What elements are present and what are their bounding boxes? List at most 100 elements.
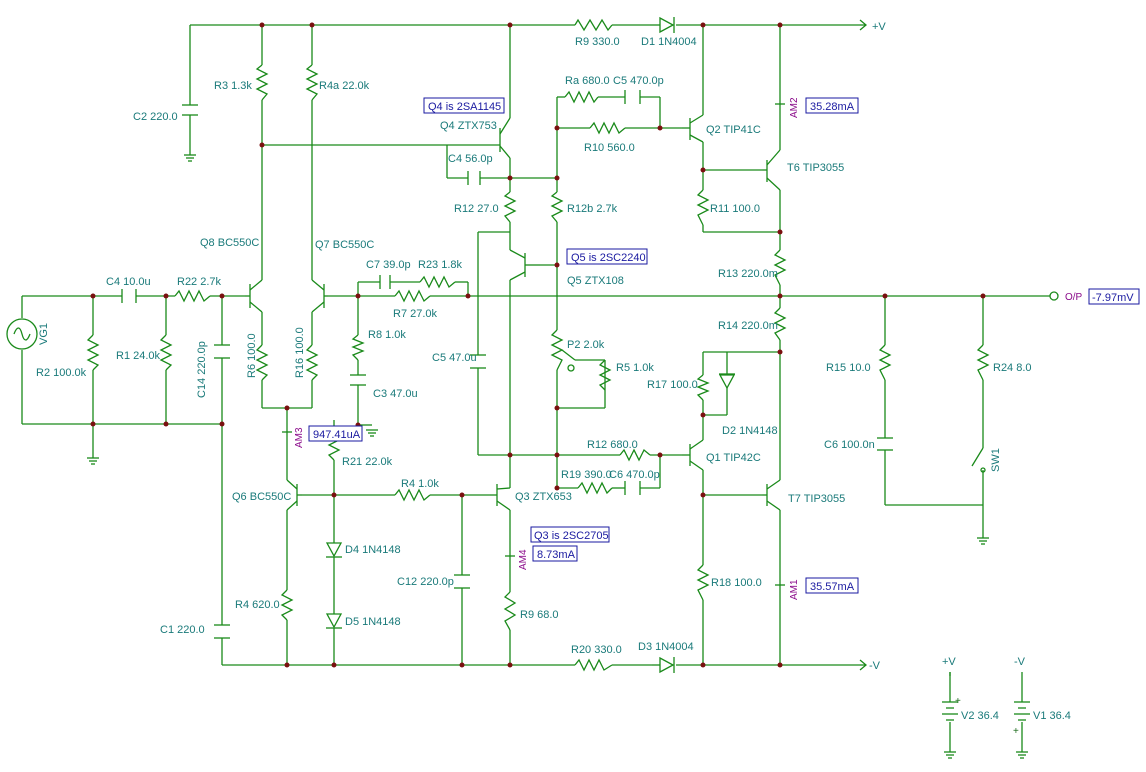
output-label: O/P [1065, 292, 1083, 303]
label-ra: Ra 680.0 [565, 75, 610, 87]
readout-am3: 947.41uA [313, 429, 361, 441]
r8-resistor [351, 334, 365, 361]
component-symbols [6, 16, 1059, 759]
readout-am4: 8.73mA [537, 549, 576, 561]
label-r4a: R4a 22.0k [319, 80, 370, 92]
label-q3: Q3 ZTX653 [515, 491, 572, 503]
am2-ammeter [775, 90, 785, 118]
r5-resistor [598, 359, 612, 391]
label-r6: R6 100.0 [246, 333, 258, 378]
d5-diode [325, 612, 343, 632]
v2-rail-label: +V [942, 656, 956, 668]
label-r2: R2 100.0k [36, 367, 87, 379]
label-r19: R19 390.0 [561, 469, 612, 481]
label-v1: V1 36.4 [1033, 710, 1071, 722]
r12-resistor [503, 191, 517, 223]
c14-capacitor [214, 344, 230, 359]
c1-capacitor [214, 624, 230, 639]
label-q7: Q7 BC550C [315, 239, 374, 251]
c4-10u-capacitor [121, 289, 137, 303]
label-r1: R1 24.0k [116, 350, 161, 362]
label-t7: T7 TIP3055 [788, 493, 845, 505]
vg1-signal-generator [6, 318, 38, 350]
note-q3: Q3 is 2SC2705 [534, 530, 609, 542]
neg-rail-arrow [859, 659, 868, 671]
label-r3: R3 1.3k [214, 80, 252, 92]
neg-rail-label: -V [869, 660, 881, 672]
label-c4-56p: C4 56.0p [448, 153, 493, 165]
r12b-resistor [550, 191, 564, 223]
label-r17: R17 100.0 [647, 379, 698, 391]
am1-ammeter [775, 570, 785, 600]
wires [21, 24, 1050, 752]
label-sw1: SW1 [990, 448, 1002, 472]
label-am2: AM2 [789, 97, 800, 118]
label-r5: R5 1.0k [616, 362, 654, 374]
d4-diode [325, 540, 343, 560]
c3-capacitor [350, 374, 366, 386]
t7-transistor [762, 479, 781, 511]
r15-resistor [878, 344, 892, 381]
d2-diode [718, 368, 736, 390]
readout-am1: 35.57mA [810, 581, 855, 593]
pos-rail-label: +V [872, 21, 886, 33]
label-d3: D3 1N4004 [638, 641, 694, 653]
label-v2: V2 36.4 [961, 710, 999, 722]
r9b-resistor [503, 591, 517, 631]
r19-resistor [577, 481, 613, 495]
label-q5: Q5 ZTX108 [567, 275, 624, 287]
d1-diode [650, 16, 675, 34]
label-r16: R16 100.0 [294, 327, 306, 378]
label-c7: C7 39.0p [366, 259, 411, 271]
label-q4: Q4 ZTX753 [440, 120, 497, 132]
r10-resistor [589, 121, 626, 135]
r11-resistor [696, 189, 710, 226]
junction-dots [90, 22, 986, 668]
q4-transistor [499, 117, 511, 159]
label-r11: R11 100.0 [710, 203, 760, 215]
v1-plus-mark: + [1013, 726, 1019, 737]
r4-resistor [394, 488, 431, 502]
r4c-resistor [280, 589, 294, 621]
r4a-resistor [305, 64, 319, 101]
am3-ammeter [282, 418, 292, 446]
v2-battery [942, 672, 958, 721]
pos-rail-arrow [859, 19, 868, 31]
label-c5-47u: C5 47.0u [432, 352, 477, 364]
r16-resistor [305, 344, 319, 381]
label-c14: C14 220.0p [196, 341, 208, 398]
c6-470p-capacitor [624, 481, 641, 495]
label-q6: Q6 BC550C [232, 491, 291, 503]
q6-transistor [286, 479, 302, 511]
r13-resistor [773, 249, 787, 286]
label-r20: R20 330.0 [571, 644, 622, 656]
t6-transistor [762, 149, 781, 191]
q3-transistor [490, 484, 511, 511]
r18-resistor [696, 564, 710, 601]
r3-resistor [255, 64, 269, 101]
label-c2: C2 220.0 [133, 111, 178, 123]
label-r18: R18 100.0 [711, 577, 762, 589]
r14-resistor [773, 307, 787, 341]
q8-transistor [245, 279, 263, 313]
d3-diode [652, 656, 675, 674]
label-r9-top: R9 330.0 [575, 36, 620, 48]
output-terminal [1049, 291, 1059, 301]
p2-potentiometer [550, 329, 576, 372]
label-r9b: R9 68.0 [520, 609, 559, 621]
label-c1: C1 220.0 [160, 624, 205, 636]
label-r12c: R12 680.0 [587, 439, 638, 451]
c6-100n-capacitor [877, 437, 893, 451]
am4-ammeter [505, 542, 515, 570]
r1-resistor [159, 334, 173, 371]
label-q1: Q1 TIP42C [706, 452, 761, 464]
q2-transistor [682, 114, 704, 143]
r20-resistor [574, 658, 613, 672]
component-labels: R9 330.0 D1 1N4004 R3 1.3k R4a 22.0k C2 … [36, 21, 1083, 737]
v1-battery [1014, 701, 1030, 721]
c12-capacitor [454, 574, 470, 589]
v2-plus-mark: + [955, 696, 961, 707]
label-r10: R10 560.0 [584, 142, 635, 154]
q7-transistor [311, 279, 328, 313]
